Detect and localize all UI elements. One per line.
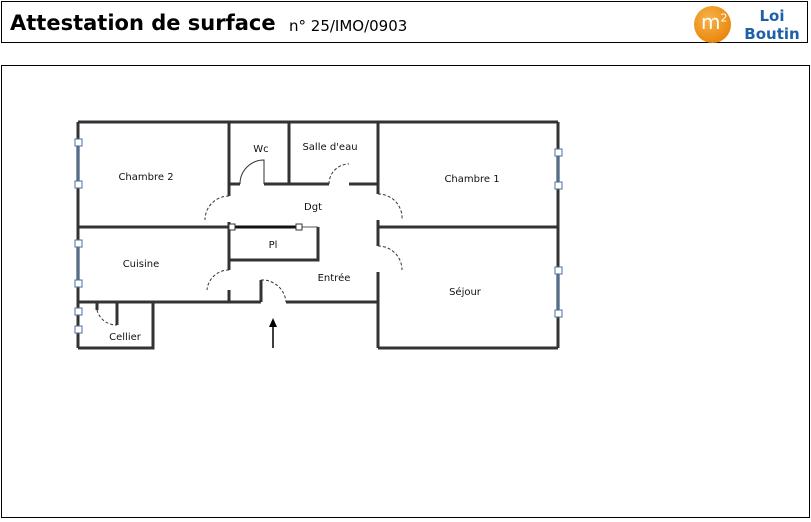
- room-label-cellier: Cellier: [109, 332, 142, 343]
- door-swings: [96, 159, 403, 326]
- closet-rail: [228, 223, 318, 231]
- arrow-up-icon: [269, 318, 277, 348]
- room-label-entree: Entrée: [318, 272, 351, 284]
- floor-plan-frame: [1, 65, 810, 518]
- m2-logo-icon: m2: [694, 6, 731, 43]
- room-label-salle-eau: Salle d'eau: [302, 142, 357, 153]
- header-bar: Attestation de surface n° 25/IMO/0903 m2…: [1, 1, 808, 43]
- room-label-wc: Wc: [253, 144, 268, 155]
- windows: [74, 138, 563, 334]
- room-label-chambre-1: Chambre 1: [444, 174, 499, 185]
- logo-text: Loi Boutin: [744, 7, 800, 43]
- room-label-sejour: Séjour: [449, 286, 482, 298]
- room-label-cuisine: Cuisine: [123, 259, 160, 270]
- room-label-dgt: Dgt: [304, 202, 322, 213]
- loi-boutin-logo: m2 Loi Boutin: [694, 6, 806, 44]
- floor-plan-walls: [76, 120, 560, 350]
- room-label-pl: Pl: [269, 240, 278, 251]
- page-title: Attestation de surface: [10, 11, 276, 35]
- reference-number: n° 25/IMO/0903: [289, 17, 408, 35]
- room-label-chambre-2: Chambre 2: [118, 172, 173, 183]
